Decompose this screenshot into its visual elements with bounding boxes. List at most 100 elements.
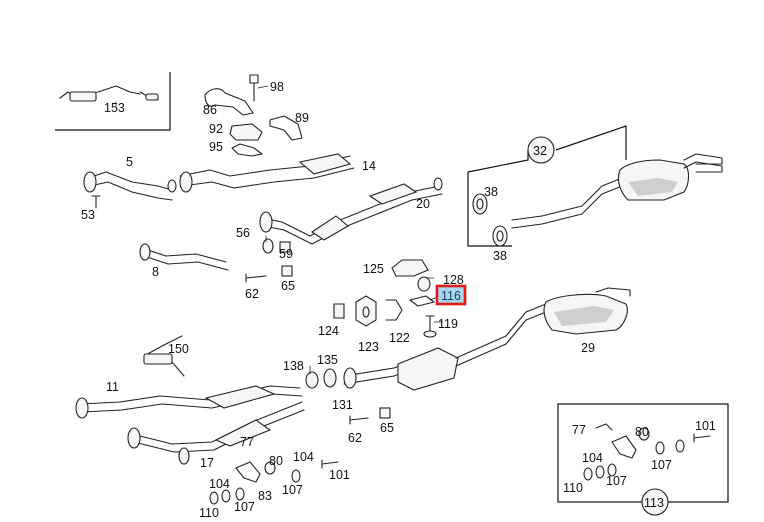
- callout-110b[interactable]: 110: [563, 481, 583, 495]
- callout-62b[interactable]: 62: [348, 431, 362, 445]
- callout-53[interactable]: 53: [81, 208, 95, 222]
- callout-8[interactable]: 8: [152, 265, 159, 279]
- bolt-62b: [349, 415, 369, 425]
- callout-86[interactable]: 86: [203, 103, 217, 117]
- highlight-box-116: [435, 284, 467, 306]
- callout-131[interactable]: 131: [332, 398, 353, 412]
- inset-frame-32a: [467, 172, 512, 247]
- callout-128[interactable]: 128: [443, 273, 464, 287]
- strap-116: [409, 295, 435, 307]
- callout-104b[interactable]: 104: [209, 477, 230, 491]
- rubber-80a: [264, 461, 276, 475]
- callout-104a[interactable]: 104: [293, 450, 314, 464]
- callout-122[interactable]: 122: [389, 331, 410, 345]
- callout-107c[interactable]: 107: [651, 458, 672, 472]
- gasket-135: [323, 368, 337, 388]
- callout-107b[interactable]: 107: [234, 500, 255, 514]
- callout-101a[interactable]: 101: [329, 468, 350, 482]
- callout-14[interactable]: 14: [362, 159, 376, 173]
- callout-92[interactable]: 92: [209, 122, 223, 136]
- pipe-11: [75, 385, 303, 419]
- inset-frame-32b: [467, 150, 529, 173]
- callout-56[interactable]: 56: [236, 226, 250, 240]
- nut-59: [279, 241, 291, 253]
- hanger-122: [385, 299, 403, 321]
- hanger-123: [355, 295, 377, 327]
- rubber-mount-92: [229, 123, 263, 141]
- callout-135[interactable]: 135: [317, 353, 338, 367]
- bracket-124: [333, 303, 345, 319]
- leader-lines: [115, 85, 443, 375]
- ring-138: [305, 371, 319, 389]
- inset-frame-153: [55, 72, 171, 131]
- callout-110a[interactable]: 110: [199, 506, 219, 520]
- callout-124[interactable]: 124: [318, 324, 339, 338]
- callout-98[interactable]: 98: [270, 80, 284, 94]
- oxygen-sensor-153: [59, 85, 159, 102]
- callout-77a[interactable]: 77: [240, 435, 254, 449]
- pipe-8: [139, 243, 229, 271]
- rear-silencer-32: [511, 153, 723, 229]
- bolt-119: [423, 315, 437, 338]
- callout-38b[interactable]: 38: [493, 249, 507, 263]
- gasket-38a: [472, 193, 488, 215]
- callout-59[interactable]: 59: [279, 247, 293, 261]
- bracket-89: [269, 115, 303, 141]
- callout-113[interactable]: 113: [644, 496, 664, 510]
- callout-107d[interactable]: 107: [606, 474, 627, 488]
- pipe-17: [127, 401, 305, 465]
- callout-83[interactable]: 83: [258, 489, 272, 503]
- bolt-62a: [245, 273, 267, 283]
- callout-80b[interactable]: 80: [635, 425, 649, 439]
- callout-29[interactable]: 29: [581, 341, 595, 355]
- bolt-101a: [321, 459, 339, 469]
- callout-153[interactable]: 153: [104, 101, 125, 115]
- clamp-131: [343, 367, 357, 389]
- callout-119[interactable]: 119: [438, 317, 458, 331]
- callout-101b[interactable]: 101: [695, 419, 716, 433]
- ring-56: [262, 238, 274, 254]
- pipe-14: [179, 153, 355, 193]
- callout-32[interactable]: 32: [533, 144, 547, 158]
- callout-89[interactable]: 89: [295, 111, 309, 125]
- rubber-128: [417, 276, 431, 292]
- clamp-95: [231, 143, 263, 157]
- callout-circle-32: [527, 136, 555, 164]
- bolt-53: [91, 195, 101, 209]
- callout-20[interactable]: 20: [416, 197, 430, 211]
- inset-frame-32c: [555, 125, 627, 160]
- pipe-5: [83, 171, 177, 201]
- callout-62a[interactable]: 62: [245, 287, 259, 301]
- callout-65b[interactable]: 65: [380, 421, 394, 435]
- sensor-150: [143, 335, 185, 377]
- callout-125[interactable]: 125: [363, 262, 384, 276]
- callout-5[interactable]: 5: [126, 155, 133, 169]
- bracket-83: [235, 461, 261, 483]
- nut-65a: [281, 265, 293, 277]
- callout-17[interactable]: 17: [200, 456, 214, 470]
- inset-113-parts: [583, 423, 711, 481]
- callout-150[interactable]: 150: [168, 342, 189, 356]
- bracket-125: [391, 259, 429, 277]
- callout-107a[interactable]: 107: [282, 483, 303, 497]
- callout-80a[interactable]: 80: [269, 454, 283, 468]
- washers-107a-110a: [209, 487, 245, 505]
- callout-38a[interactable]: 38: [484, 185, 498, 199]
- washer-104a: [291, 469, 301, 483]
- bolt-98: [249, 74, 259, 102]
- pipe-20: [259, 177, 443, 245]
- callout-77b[interactable]: 77: [572, 423, 586, 437]
- callout-104c[interactable]: 104: [582, 451, 603, 465]
- callout-123[interactable]: 123: [358, 340, 379, 354]
- callout-65a[interactable]: 65: [281, 279, 295, 293]
- callout-116[interactable]: 116: [441, 289, 461, 303]
- callout-138[interactable]: 138: [283, 359, 304, 373]
- gasket-38b: [492, 225, 508, 247]
- callout-95[interactable]: 95: [209, 140, 223, 154]
- silencer-29: [343, 287, 631, 391]
- callout-circle-113: [641, 488, 669, 516]
- nut-65b: [379, 407, 391, 419]
- callout-labels: 153 98 86 89 92 95 5 14 53 20 32 38 38 5…: [81, 80, 716, 520]
- callout-11[interactable]: 11: [106, 380, 119, 394]
